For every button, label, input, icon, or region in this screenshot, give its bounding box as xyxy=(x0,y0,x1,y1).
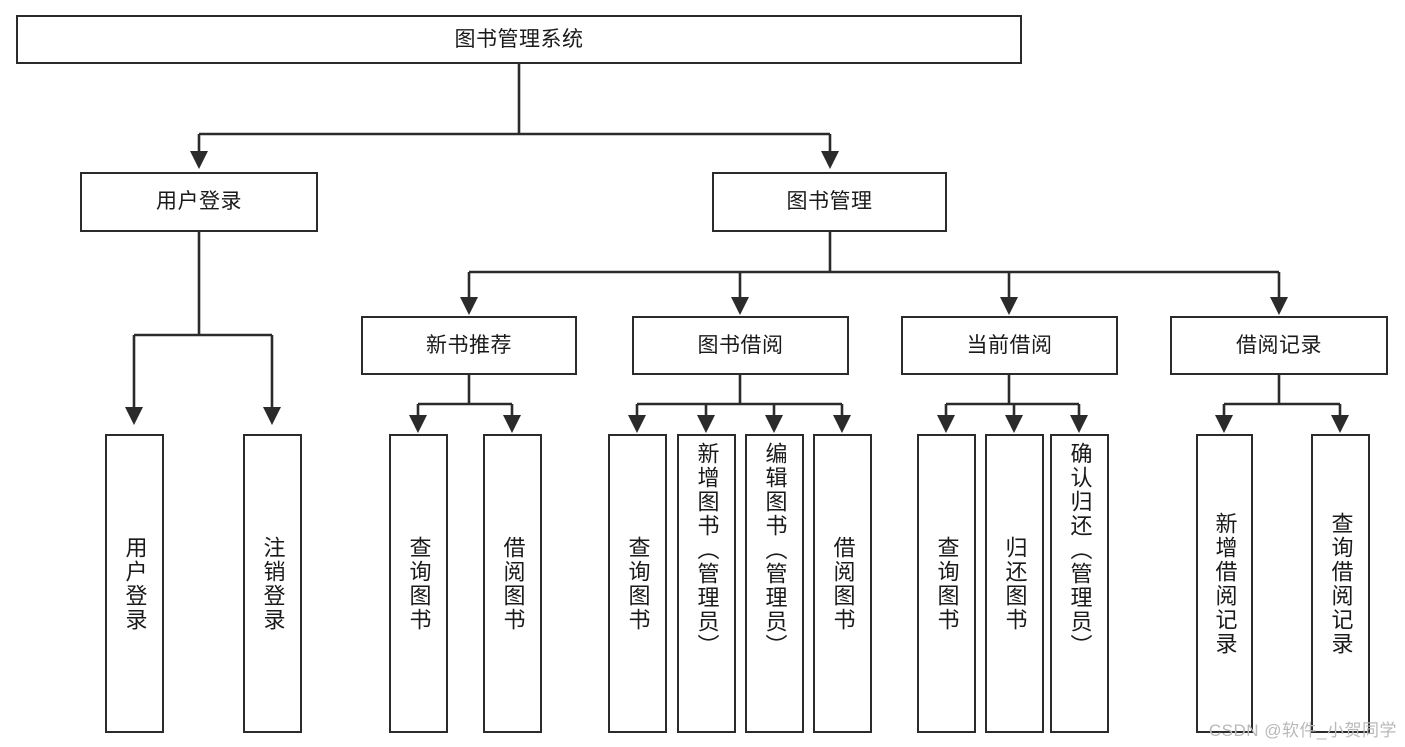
node-label: 确认归还（管理员） xyxy=(1067,442,1093,658)
node-label: 用户登录 xyxy=(122,535,148,632)
node-new-book-recommend[interactable]: 新书推荐 xyxy=(361,316,577,375)
watermark-text: CSDN @软件_小贺同学 xyxy=(1208,721,1397,740)
node-label: 图书借阅 xyxy=(697,333,784,357)
node-label: 当前借阅 xyxy=(966,333,1053,357)
node-label: 新增借阅记录 xyxy=(1212,511,1238,656)
node-label: 查询图书 xyxy=(406,535,432,632)
node-label: 查询借阅记录 xyxy=(1328,511,1354,656)
node-label: 注销登录 xyxy=(260,535,286,632)
node-leaf-query-book-borrow[interactable]: 查询图书 xyxy=(608,434,667,733)
node-label: 图书管理系统 xyxy=(454,27,584,51)
node-leaf-edit-book[interactable]: 编辑图书（管理员） xyxy=(745,434,804,733)
node-label: 借阅图书 xyxy=(830,535,856,632)
node-leaf-borrow-book-recommend[interactable]: 借阅图书 xyxy=(483,434,542,733)
node-label: 用户登录 xyxy=(156,190,242,214)
node-label: 查询图书 xyxy=(934,535,960,632)
node-label: 图书管理 xyxy=(786,190,873,214)
node-leaf-query-borrow-record[interactable]: 查询借阅记录 xyxy=(1311,434,1370,733)
node-label: 新增图书（管理员） xyxy=(694,442,720,658)
node-label: 归还图书 xyxy=(1002,535,1028,632)
node-leaf-add-book[interactable]: 新增图书（管理员） xyxy=(677,434,736,733)
node-leaf-return-book[interactable]: 归还图书 xyxy=(985,434,1044,733)
node-leaf-add-borrow-record[interactable]: 新增借阅记录 xyxy=(1196,434,1253,733)
node-label: 新书推荐 xyxy=(426,333,512,357)
node-leaf-user-login[interactable]: 用户登录 xyxy=(105,434,164,733)
node-root-system[interactable]: 图书管理系统 xyxy=(16,15,1022,64)
node-label: 借阅图书 xyxy=(500,535,526,632)
node-leaf-logout-login[interactable]: 注销登录 xyxy=(243,434,302,733)
node-current-borrow[interactable]: 当前借阅 xyxy=(901,316,1118,375)
node-leaf-query-book-current[interactable]: 查询图书 xyxy=(917,434,976,733)
node-leaf-query-book-recommend[interactable]: 查询图书 xyxy=(389,434,448,733)
node-label: 查询图书 xyxy=(625,535,651,632)
node-borrow-record[interactable]: 借阅记录 xyxy=(1170,316,1388,375)
node-label: 借阅记录 xyxy=(1236,333,1322,357)
node-book-borrow[interactable]: 图书借阅 xyxy=(632,316,849,375)
node-label: 编辑图书（管理员） xyxy=(762,442,788,658)
node-leaf-confirm-return[interactable]: 确认归还（管理员） xyxy=(1050,434,1109,733)
node-leaf-borrow-book[interactable]: 借阅图书 xyxy=(813,434,872,733)
node-user-login[interactable]: 用户登录 xyxy=(80,172,318,232)
node-book-manage[interactable]: 图书管理 xyxy=(712,172,947,232)
